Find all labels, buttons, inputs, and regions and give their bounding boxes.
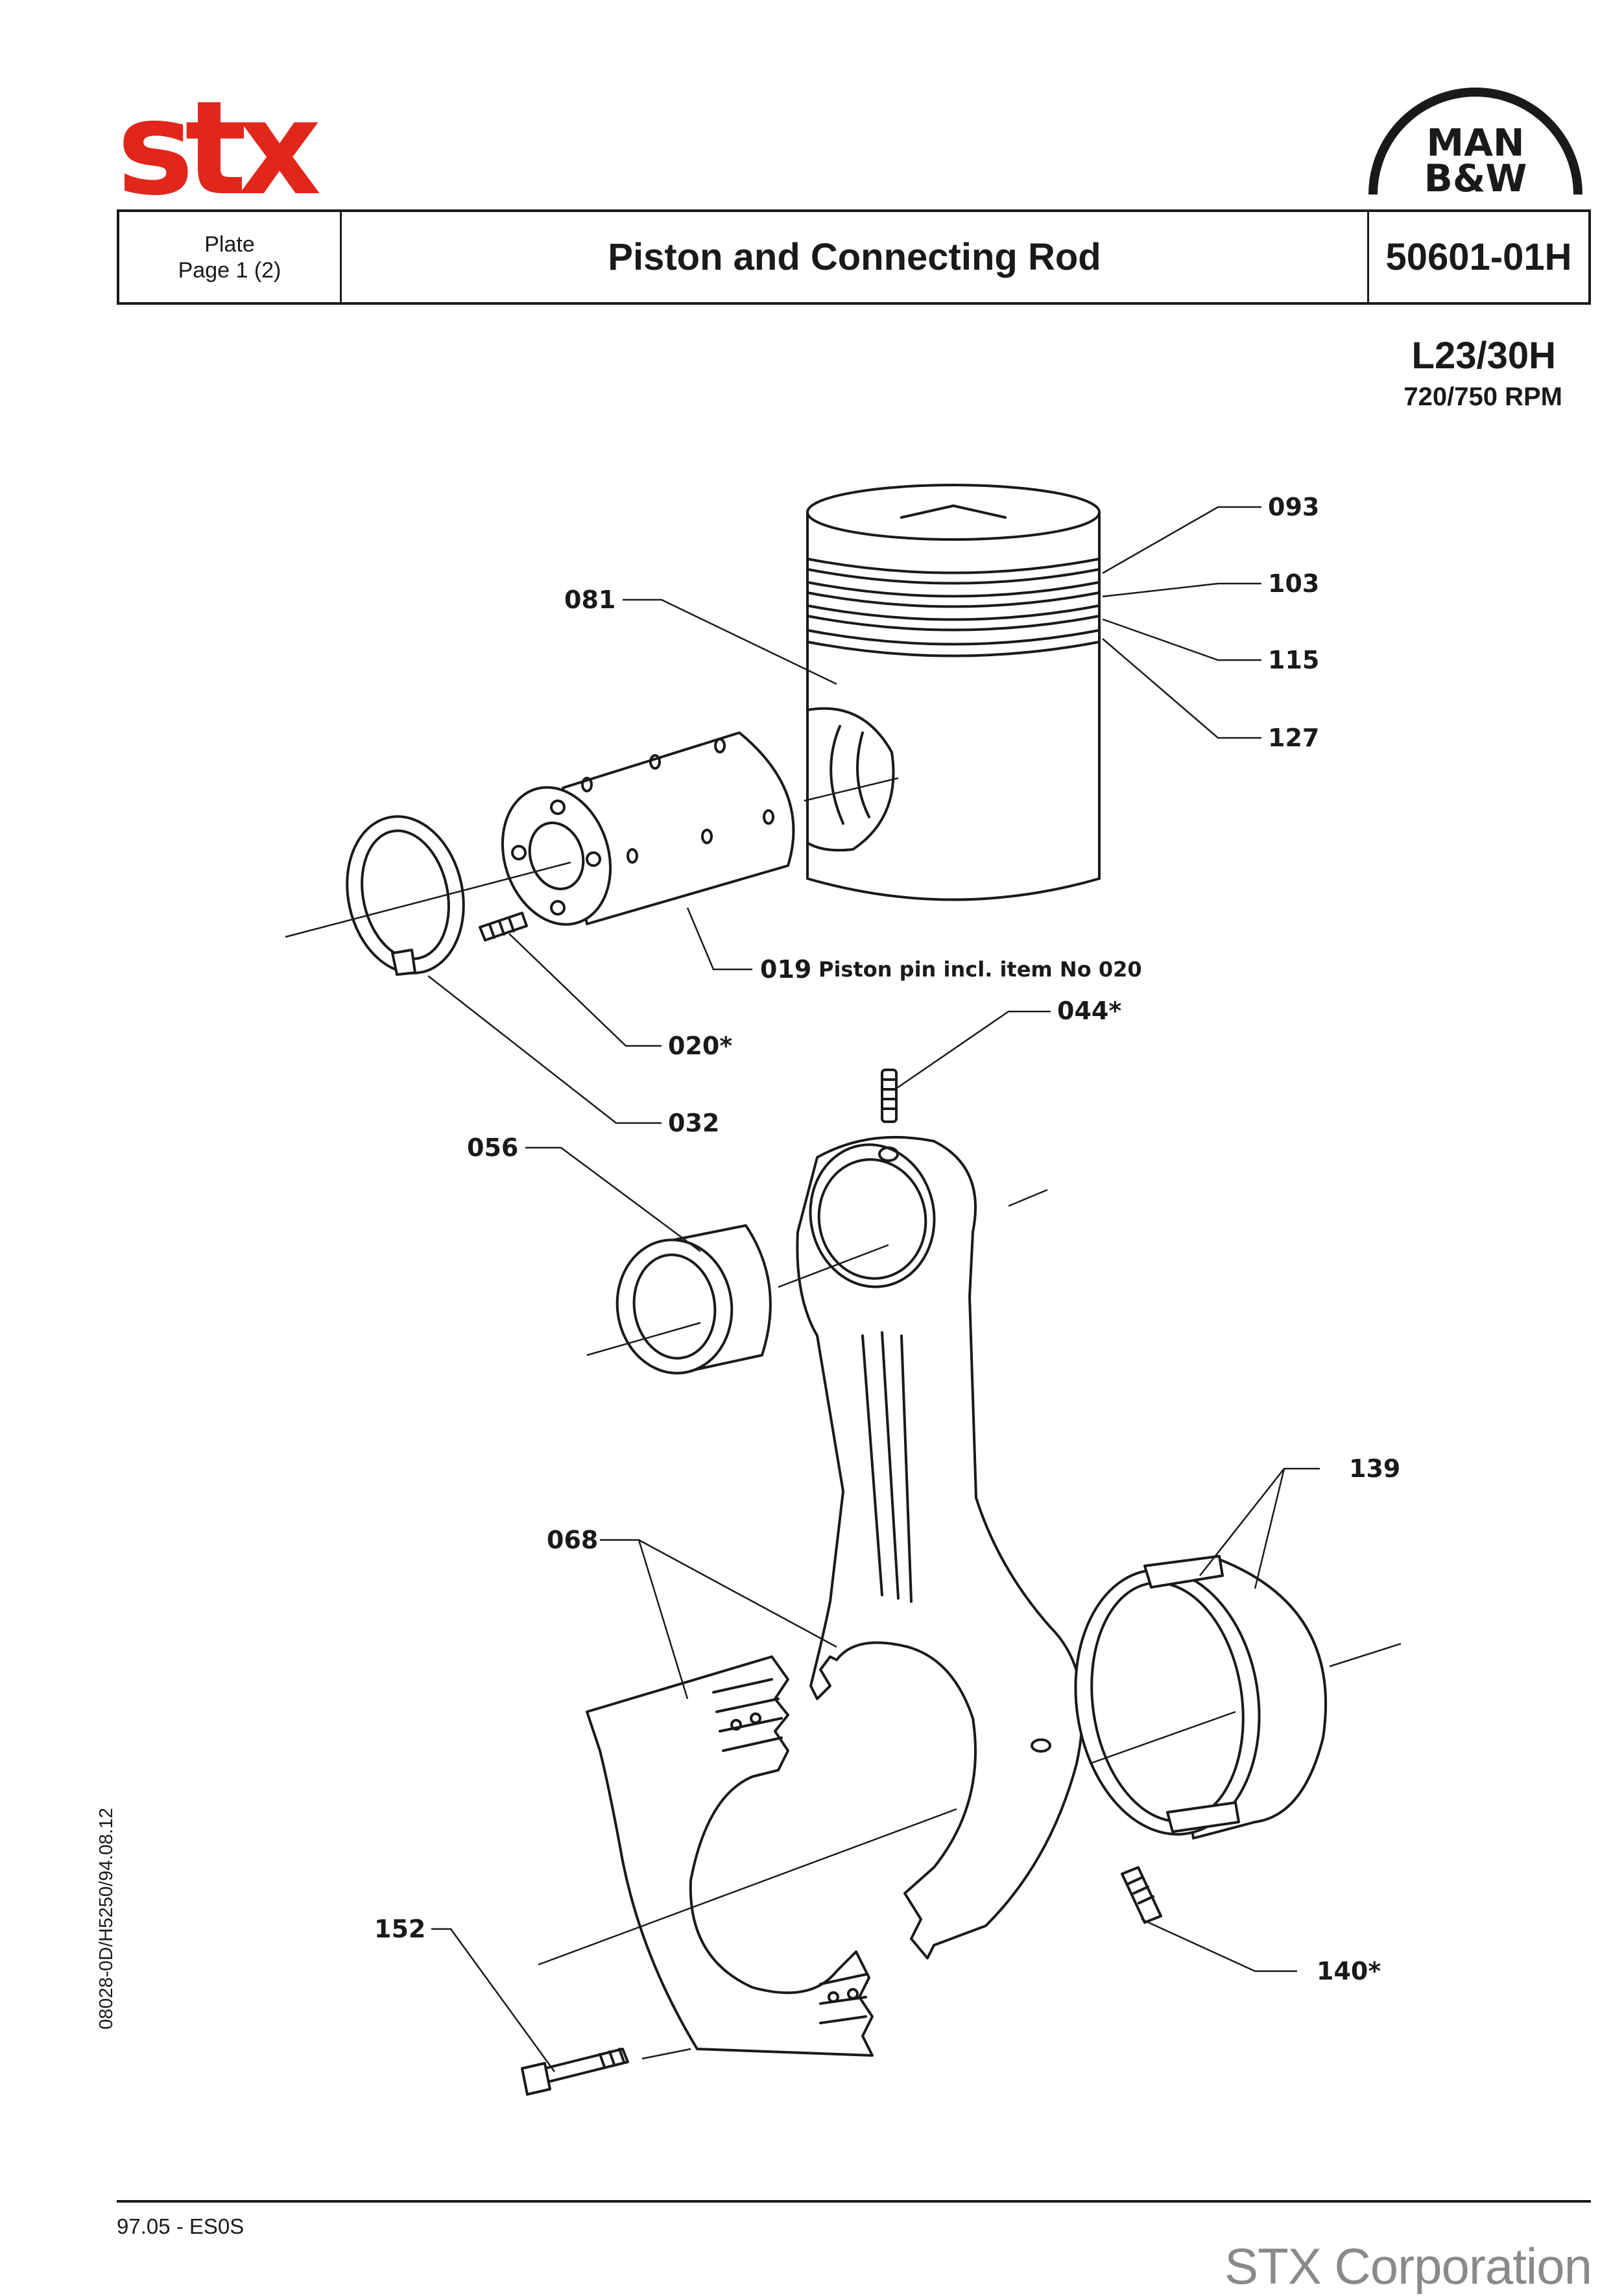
label-140: 140*: [1317, 1957, 1381, 1985]
label-032: 032: [668, 1109, 719, 1137]
page-label: Page 1 (2): [178, 257, 281, 283]
label-044: 044*: [1057, 997, 1121, 1025]
bearing-shells: [1074, 1555, 1328, 1840]
label-068: 068: [547, 1526, 598, 1554]
big-end-cap: [586, 1655, 874, 2057]
company-name: STX Corporation: [1224, 2238, 1592, 2295]
label-093: 093: [1268, 493, 1319, 521]
plate-number: 50601-01H: [1385, 236, 1572, 278]
piston: [806, 484, 1101, 901]
label-115: 115: [1268, 646, 1319, 674]
label-152: 152: [374, 1915, 425, 1943]
piston-pin: [501, 731, 795, 926]
engine-rpm: 720/750 RPM: [1403, 383, 1562, 411]
document-title: Piston and Connecting Rod: [342, 212, 1369, 302]
bush: [615, 1224, 772, 1375]
label-019-note: Piston pin incl. item No 020: [818, 957, 1142, 982]
man-logo-line1: MAN: [1426, 121, 1524, 165]
bolt-152: [521, 2048, 629, 2096]
engine-model: L23/30H: [1411, 335, 1556, 377]
screw-044: [881, 1069, 898, 1123]
set-screw-020: [479, 912, 528, 941]
title-block: Plate Page 1 (2) Piston and Connecting R…: [117, 209, 1591, 305]
label-139: 139: [1349, 1454, 1400, 1483]
plate-label: Plate: [204, 231, 255, 257]
stx-logo: stx: [117, 97, 329, 201]
label-056: 056: [467, 1133, 518, 1162]
label-081: 081: [564, 586, 615, 614]
edition-code: 97.05 - ES0S: [117, 2214, 245, 2238]
footer-rule: [117, 2200, 1591, 2203]
connecting-rod: [796, 1135, 1084, 1959]
man-bw-logo: MAN B&W: [1368, 88, 1582, 198]
stx-logo-text: stx: [117, 97, 320, 201]
circlip: [346, 815, 465, 976]
label-020: 020*: [668, 1032, 732, 1060]
label-103: 103: [1268, 569, 1319, 598]
plate-cell: Plate Page 1 (2): [119, 212, 342, 302]
label-127: 127: [1268, 724, 1319, 752]
label-019: 019: [760, 955, 811, 984]
screw-140: [1121, 1866, 1162, 1924]
man-logo-line2: B&W: [1424, 156, 1527, 198]
